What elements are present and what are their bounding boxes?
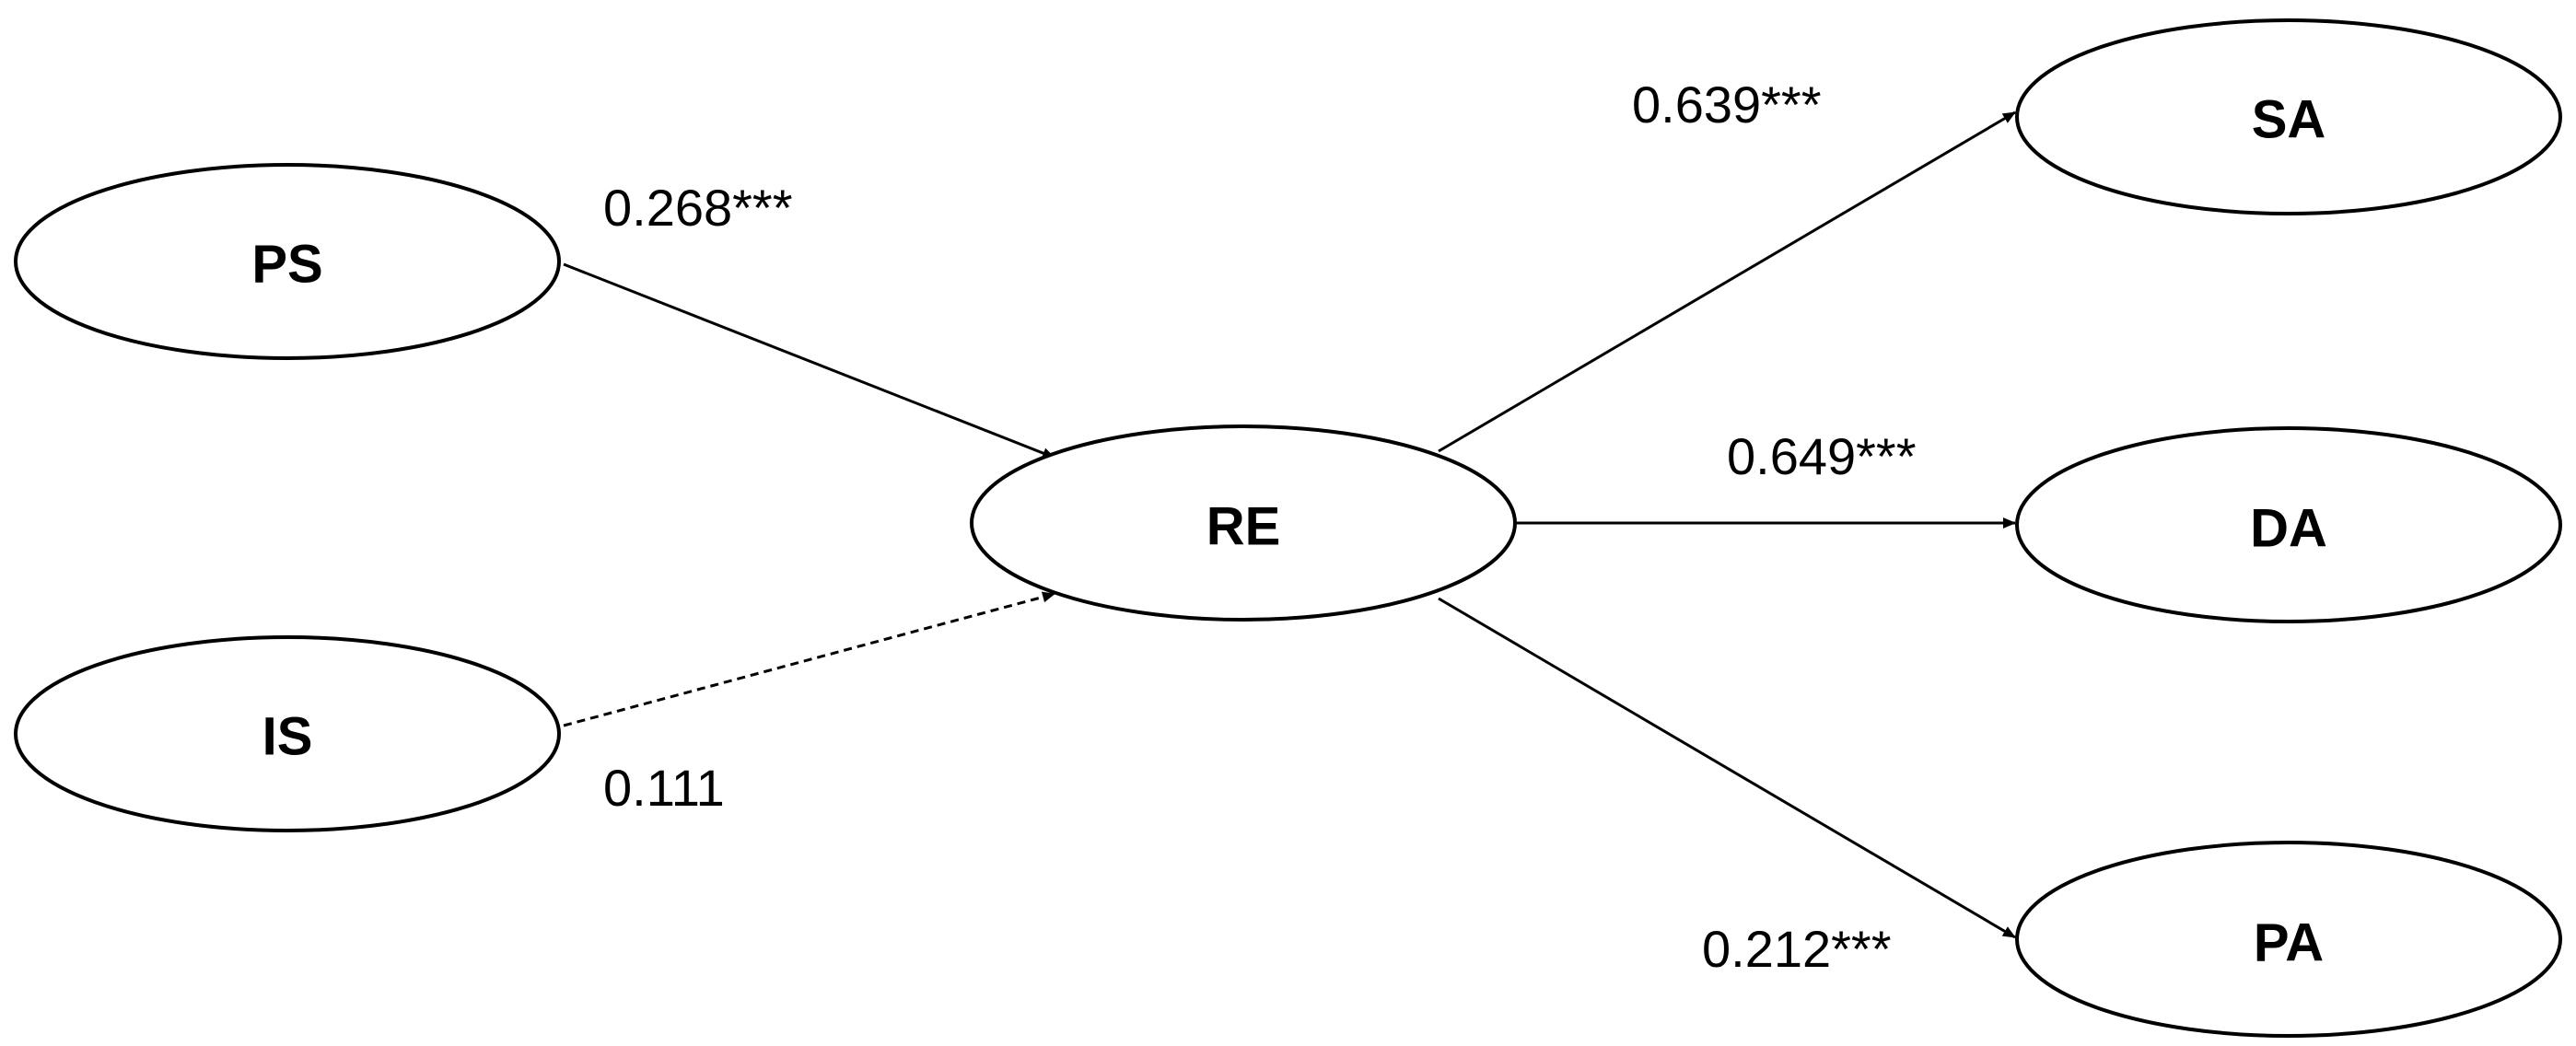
node-is: IS (14, 635, 561, 832)
node-sa-label: SA (2252, 90, 2326, 150)
node-da-label: DA (2250, 499, 2327, 559)
node-da: DA (2015, 426, 2562, 623)
edge-label-ps-re: 0.268*** (603, 179, 793, 237)
node-re: RE (970, 424, 1517, 622)
node-pa-label: PA (2254, 913, 2324, 973)
edge-is-re (563, 591, 1055, 727)
node-ps-label: PS (251, 235, 322, 295)
node-ps: PS (14, 163, 561, 360)
edge-re-pa (1438, 597, 2016, 939)
edge-label-is-re: 0.111 (603, 759, 725, 817)
node-re-label: RE (1206, 497, 1281, 557)
edge-label-re-pa: 0.212*** (1702, 920, 1892, 978)
node-pa: PA (2015, 841, 2562, 1038)
node-sa: SA (2015, 18, 2562, 215)
edge-re-sa (1438, 110, 2016, 453)
edge-label-re-da: 0.649*** (1727, 427, 1917, 485)
edge-ps-re (563, 262, 1055, 459)
edge-label-re-sa: 0.639*** (1632, 76, 1822, 134)
node-is-label: IS (262, 707, 313, 767)
